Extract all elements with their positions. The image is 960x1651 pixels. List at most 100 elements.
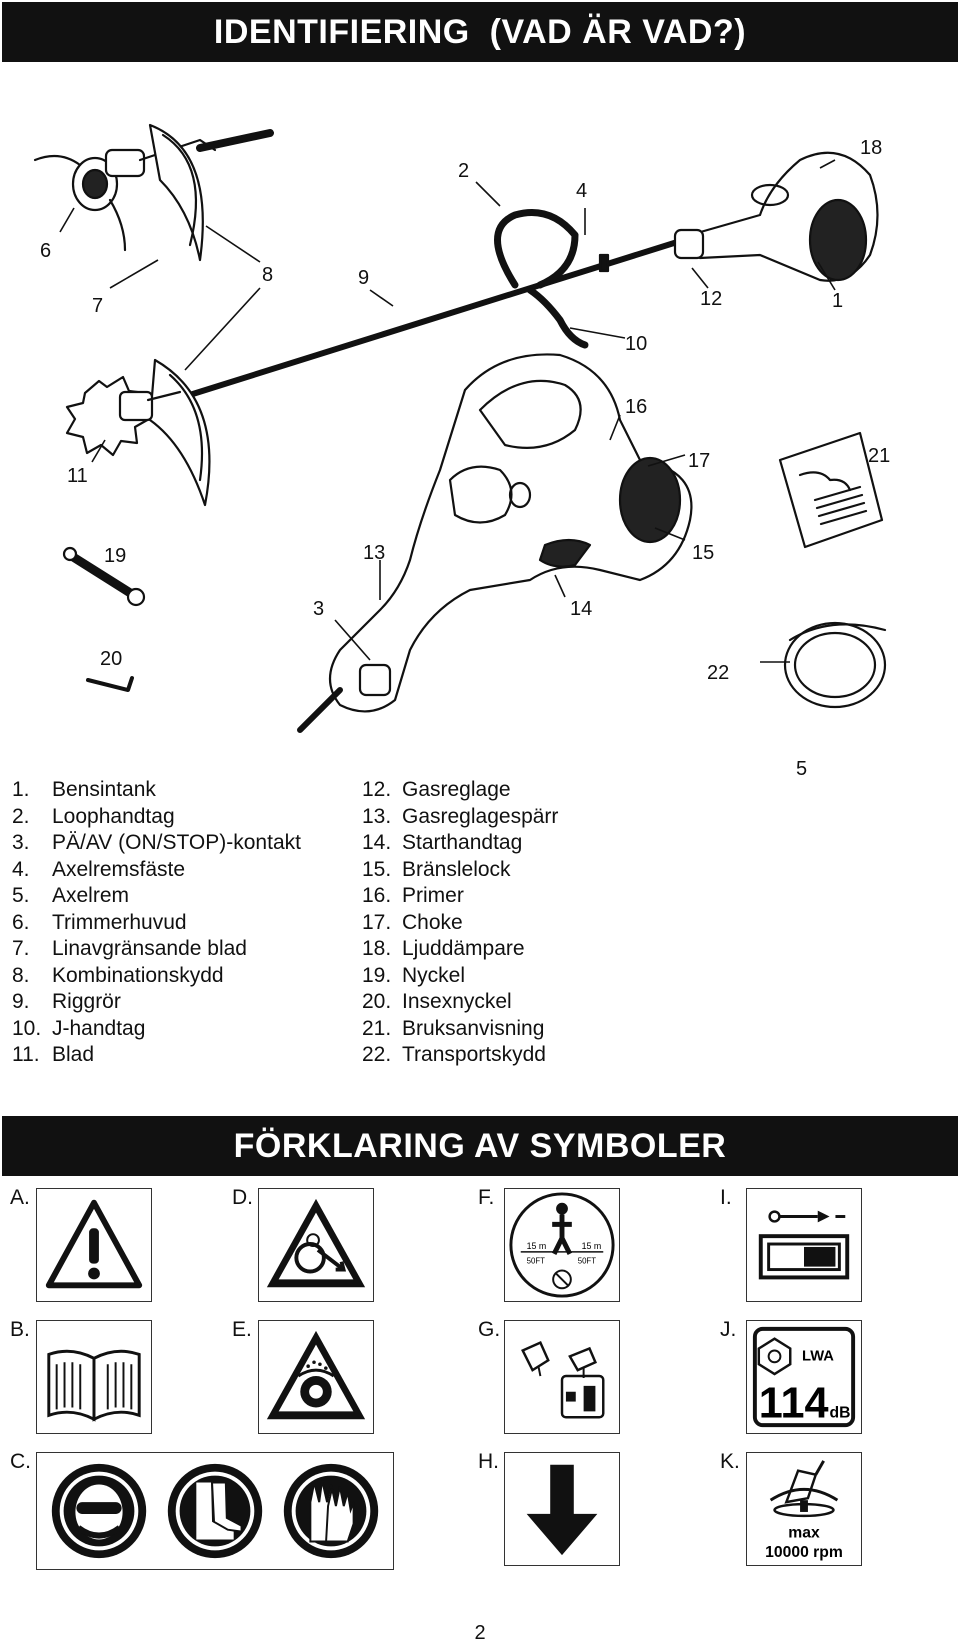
legend-text: Blad [52,1043,95,1066]
callout-21: 21 [868,445,891,467]
callout-15: 15 [692,542,715,564]
ppe-icons [36,1452,394,1570]
sound-unit: dB [830,1404,851,1421]
callout-20: 20 [100,648,123,670]
legend-number: 13. [362,804,392,828]
legend-text: Kombinationskydd [52,963,224,987]
legend-item: 5. Axelrem [12,883,301,910]
wrench-illustration [62,546,146,607]
identification-heading: IDENTIFIERING (VAD ÄR VAD?) [2,2,958,62]
legend-text: Choke [402,910,463,934]
callout-18: 18 [860,137,883,159]
legend-number: 16. [362,884,392,907]
drive-shaft [177,235,693,401]
symbols-title: FÖRKLARING AV SYMBOLER [233,1126,727,1165]
symbol-letter-e: E. [232,1318,252,1341]
legend-item: 9.Riggrör [12,989,301,1016]
hex-key-illustration [86,676,134,692]
legend-number: 6. [12,910,30,934]
symbol-letter-f: F. [478,1186,495,1209]
legend-item: 14.Starthandtag [362,830,558,857]
legend-number: 2. [12,804,30,828]
callout-2: 2 [458,160,470,182]
legend-number: 20. [362,990,392,1013]
legend-item: 7.Linavgränsande blad [12,936,301,963]
page-number: 2 [474,1622,486,1644]
legend-text: Nyckel [402,963,466,987]
max-label: max [788,1524,820,1541]
symbol-letter-k: K. [720,1450,740,1473]
legend-item: 21.Bruksanvisning [362,1016,558,1043]
legend-number: 3. [12,831,30,854]
legend-item: 1.Bensintank [12,777,301,804]
symbol-letter-b: B. [10,1318,30,1341]
legend-number: 8. [12,963,30,987]
transport-guard-illustration [783,621,887,709]
legend-text: Ljuddämpare [402,937,525,960]
legend-text: Bränslelock [402,857,511,881]
legend-item: 4.Axelremsfäste [12,857,301,884]
callout-8: 8 [262,264,274,286]
callout-3: 3 [313,598,325,620]
legend-item: 8. Kombinationskydd [12,963,301,990]
sound-value: 114 [759,1379,829,1427]
identification-title: IDENTIFIERING (VAD ÄR VAD?) [213,12,747,51]
legend-item: 22.Transportskydd [362,1042,558,1069]
legend-text: Primer [402,884,464,907]
callout-4: 4 [576,180,588,202]
legend-number: 19. [362,963,392,987]
blade-kickback-warning-icon [258,1320,374,1434]
legend-item: 10. J-handtag [12,1016,301,1043]
legend-item: 6.Trimmerhuvud [12,910,301,937]
legend-number: 18. [362,937,392,960]
legend-text: J-handtag [52,1016,146,1040]
thrown-objects-warning-icon [258,1188,374,1302]
legend-item: 11.Blad [12,1042,301,1069]
engine-closeup-illustration [297,353,693,733]
legend-text: Insexnyckel [402,990,512,1013]
callout-6: 6 [40,240,52,262]
legend-number: 15. [362,857,392,881]
legend-item: 17. Choke [362,910,558,937]
legend-number: 5. [12,884,30,907]
callout-17: 17 [688,450,711,472]
trimmer-head-illustration [33,123,274,262]
legend-text: Gasreglage [402,778,511,801]
legend-number: 9. [12,990,30,1013]
legend-text: Loophandtag [52,804,175,828]
symbol-letter-h: H. [478,1450,499,1473]
legend-text: Axelrem [52,884,130,907]
legend-number: 10. [12,1016,42,1040]
lwa-label: LWA [802,1348,834,1364]
symbol-letter-c: C. [10,1450,31,1473]
feet-left-label: 50FT [527,1257,546,1266]
legend-item: 13. Gasreglagespärr [362,804,558,831]
bystander-distance-icon: 15 m 15 m 50FT 50FT [504,1188,620,1302]
gloves-icon [283,1463,379,1559]
callout-7: 7 [92,295,104,317]
legend-item: 2. Loophandtag [12,804,301,831]
callout-9: 9 [358,267,370,289]
callout-22: 22 [707,662,730,684]
legend-item: 18. Ljuddämpare [362,936,558,963]
legend-text: Bensintank [52,778,156,801]
legend-text: Gasreglagespärr [402,804,559,828]
callout-16: 16 [625,396,648,418]
manual-booklet-illustration [778,431,884,549]
down-arrow-icon [504,1452,620,1566]
legend-number: 17. [362,910,392,934]
legend-number: 12. [362,778,392,801]
callout-11: 11 [67,465,88,487]
symbol-letter-a: A. [10,1186,30,1209]
distance-left-label: 15 m [527,1241,547,1251]
callout-12: 12 [700,288,723,310]
callout-13: 13 [363,542,386,564]
legend-item: 15. Bränslelock [362,857,558,884]
feet-right-label: 50FT [578,1257,597,1266]
legend-number: 21. [362,1016,392,1040]
legend-number: 14. [362,831,392,854]
